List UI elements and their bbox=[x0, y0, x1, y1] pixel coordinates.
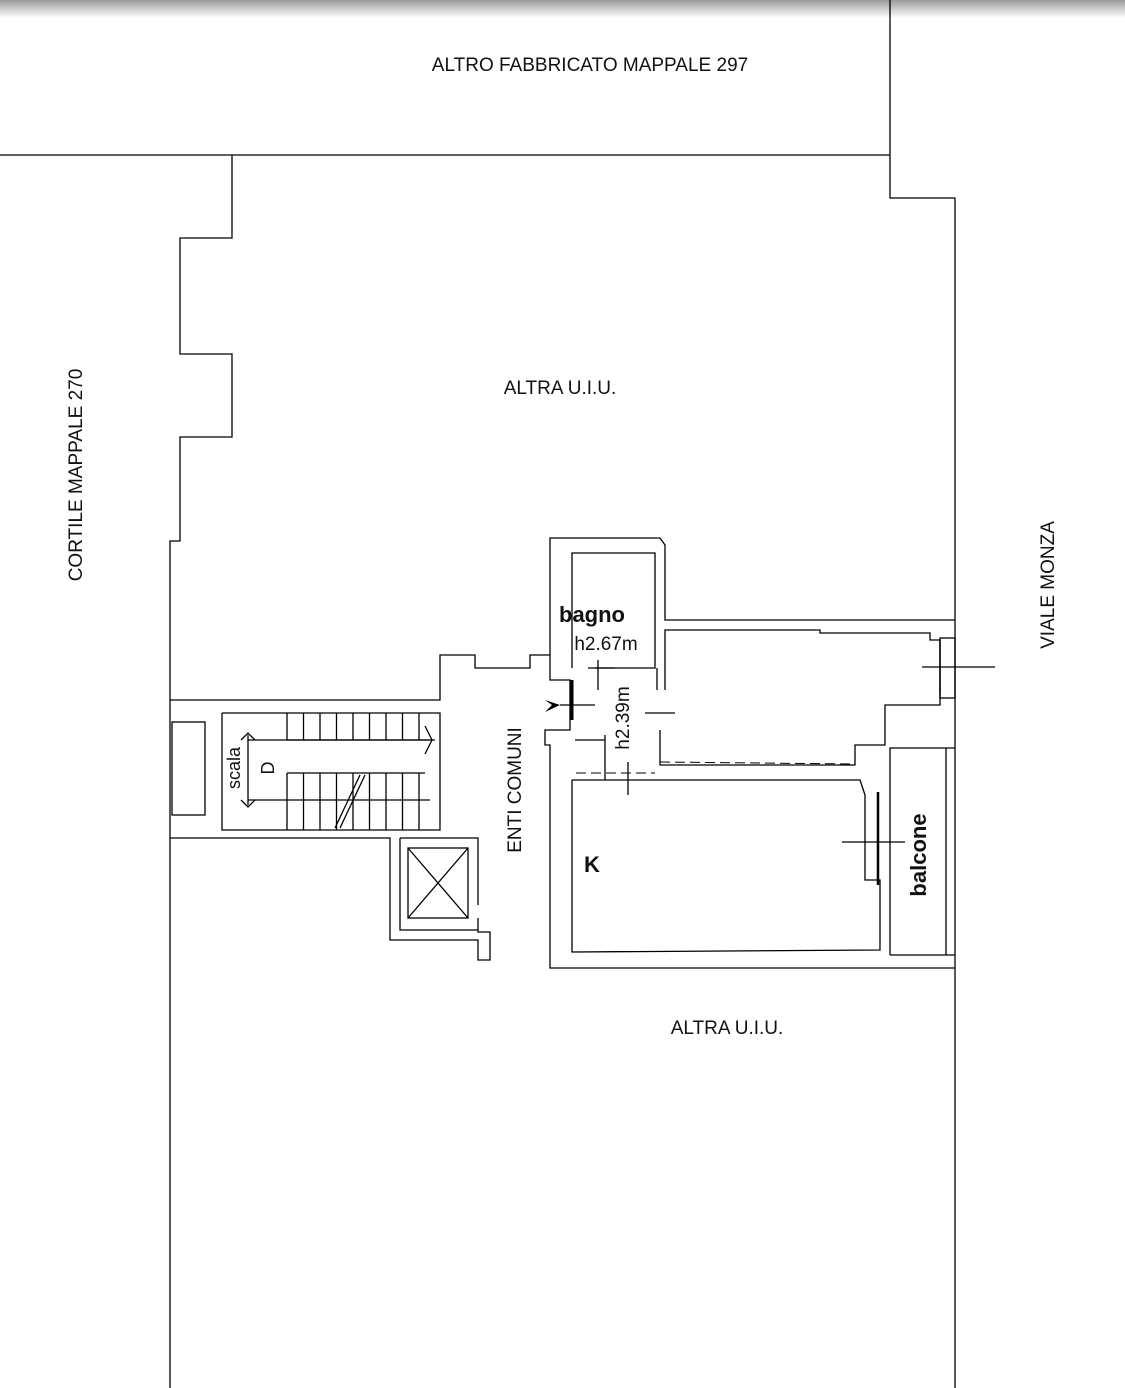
label-street: VIALE MONZA bbox=[1038, 521, 1059, 649]
label-stair-letter: D bbox=[258, 762, 278, 775]
label-balcony: balcone bbox=[906, 813, 931, 896]
kitchen-room bbox=[571, 779, 881, 953]
balcony bbox=[889, 747, 955, 955]
stair-wall bbox=[170, 654, 550, 701]
stair-wall-lower bbox=[170, 837, 491, 961]
label-bathroom: bagno bbox=[559, 602, 625, 627]
label-left-courtyard: CORTILE MAPPALE 270 bbox=[66, 369, 87, 582]
elevator-cabin bbox=[407, 847, 469, 919]
living-room bbox=[659, 629, 941, 766]
label-kitchen: K bbox=[584, 852, 600, 877]
label-bathroom-height: h2.67m bbox=[574, 634, 637, 655]
left-boundary bbox=[169, 155, 233, 1388]
label-stair: scala bbox=[224, 746, 244, 789]
label-upper-unit: ALTRA U.I.U. bbox=[504, 378, 617, 399]
stair-inner bbox=[221, 712, 441, 831]
label-lower-unit: ALTRA U.I.U. bbox=[671, 1018, 784, 1039]
stair-steps bbox=[286, 713, 420, 830]
stair-landing-box bbox=[171, 721, 206, 816]
elevator-shaft bbox=[400, 837, 479, 905]
bathroom-outer bbox=[549, 537, 955, 668]
bathroom-inner bbox=[571, 552, 656, 669]
label-hall-height: h2.39m bbox=[613, 686, 634, 749]
right-boundary bbox=[889, 0, 956, 1388]
top-shadow bbox=[0, 0, 1125, 18]
label-common-areas: ENTI COMUNI bbox=[505, 727, 526, 853]
label-top-building: ALTRO FABBRICATO MAPPALE 297 bbox=[432, 55, 748, 76]
entrance-arrow-icon bbox=[545, 700, 560, 712]
